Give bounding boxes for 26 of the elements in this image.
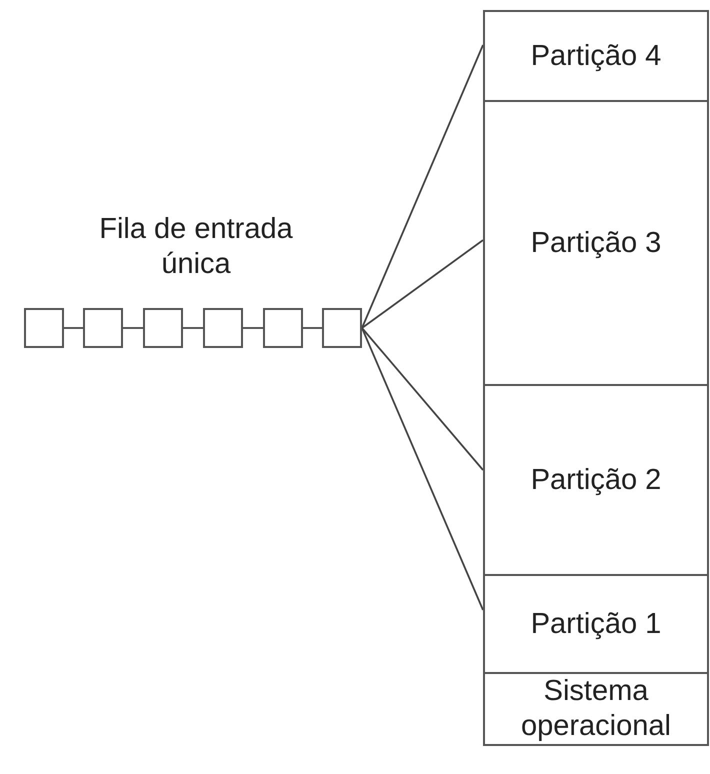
queue-slot — [203, 308, 243, 348]
partition-label: Partição 4 — [530, 38, 662, 74]
connector-line — [361, 327, 484, 471]
memory-partition — [483, 10, 709, 102]
queue-slot — [83, 308, 123, 348]
connector-line — [361, 328, 484, 610]
connector-line — [243, 327, 263, 329]
queue-slot — [24, 308, 64, 348]
connector-line — [361, 44, 484, 328]
queue-label: Fila de entrada única — [98, 212, 294, 282]
memory-partition — [483, 672, 709, 746]
memory-partition — [483, 100, 709, 386]
connector-line — [64, 327, 83, 329]
connector-line — [361, 239, 484, 329]
queue-slot — [263, 308, 303, 348]
connector-line — [123, 327, 143, 329]
partition-label: Partição 3 — [530, 226, 662, 260]
partition-label: Sistema operacional — [520, 674, 672, 744]
connector-line — [303, 327, 322, 329]
partition-label: Partição 2 — [530, 462, 662, 498]
memory-partition — [483, 574, 709, 674]
queue-slot — [143, 308, 183, 348]
queue-slot — [322, 308, 362, 348]
partition-label: Partição 1 — [530, 606, 662, 642]
memory-partition — [483, 384, 709, 576]
connector-line — [183, 327, 203, 329]
